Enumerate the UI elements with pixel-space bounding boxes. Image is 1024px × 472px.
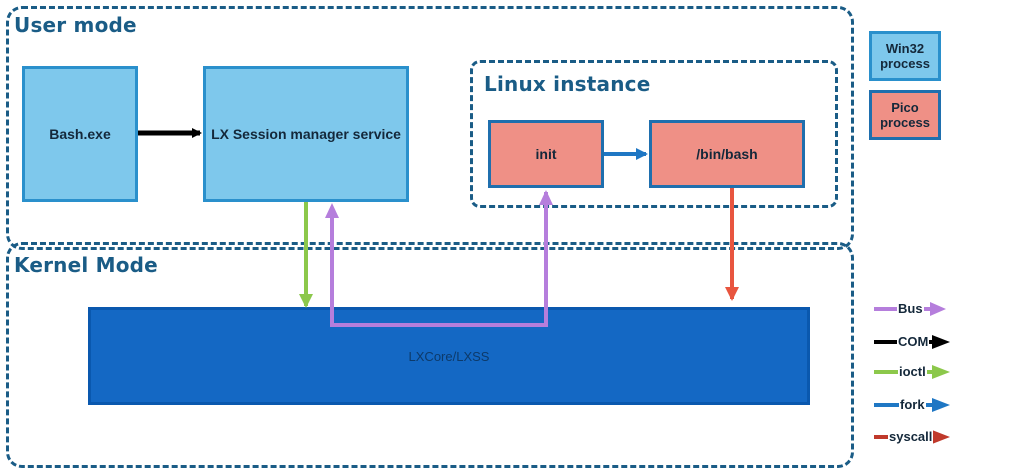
bin-bash-box: /bin/bash [649, 120, 805, 188]
init-box: init [488, 120, 604, 188]
legend-com-head [932, 335, 950, 349]
init-label: init [535, 146, 557, 162]
linux-instance-zone [470, 60, 838, 208]
bash-exe-box: Bash.exe [22, 66, 138, 202]
bus-arrowhead-init [539, 190, 553, 205]
lx-session-manager-label: LX Session manager service [211, 126, 401, 142]
legend-pico-label: Pico process [880, 100, 930, 130]
legend-fork-label: fork [899, 397, 926, 412]
legend-bus-head [930, 302, 946, 316]
legend-fork-head [932, 398, 950, 412]
user-mode-zone [6, 6, 854, 250]
legend-ioctl-label: ioctl [898, 364, 927, 379]
bus-arrowhead-session [325, 203, 339, 218]
user-mode-title: User mode [14, 13, 137, 37]
legend-ioctl-head [932, 365, 950, 379]
legend-pico-process: Pico process [869, 90, 941, 140]
kernel-mode-zone [6, 242, 854, 468]
bus-arrow-path [330, 192, 548, 327]
legend-com-label: COM [897, 334, 930, 349]
bin-bash-label: /bin/bash [696, 146, 758, 162]
lxcore-lxss-label: LXCore/LXSS [408, 348, 490, 364]
legend-syscall-head [932, 430, 950, 444]
lx-session-manager-box: LX Session manager service [203, 66, 409, 202]
legend-win32-process: Win32 process [869, 31, 941, 81]
bash-exe-label: Bash.exe [49, 126, 111, 142]
legend-syscall-label: syscall [888, 429, 934, 444]
kernel-mode-title: Kernel Mode [14, 253, 158, 277]
legend-win32-label: Win32 process [880, 41, 930, 71]
linux-instance-title: Linux instance [484, 72, 651, 96]
legend-bus-label: Bus [897, 301, 924, 316]
